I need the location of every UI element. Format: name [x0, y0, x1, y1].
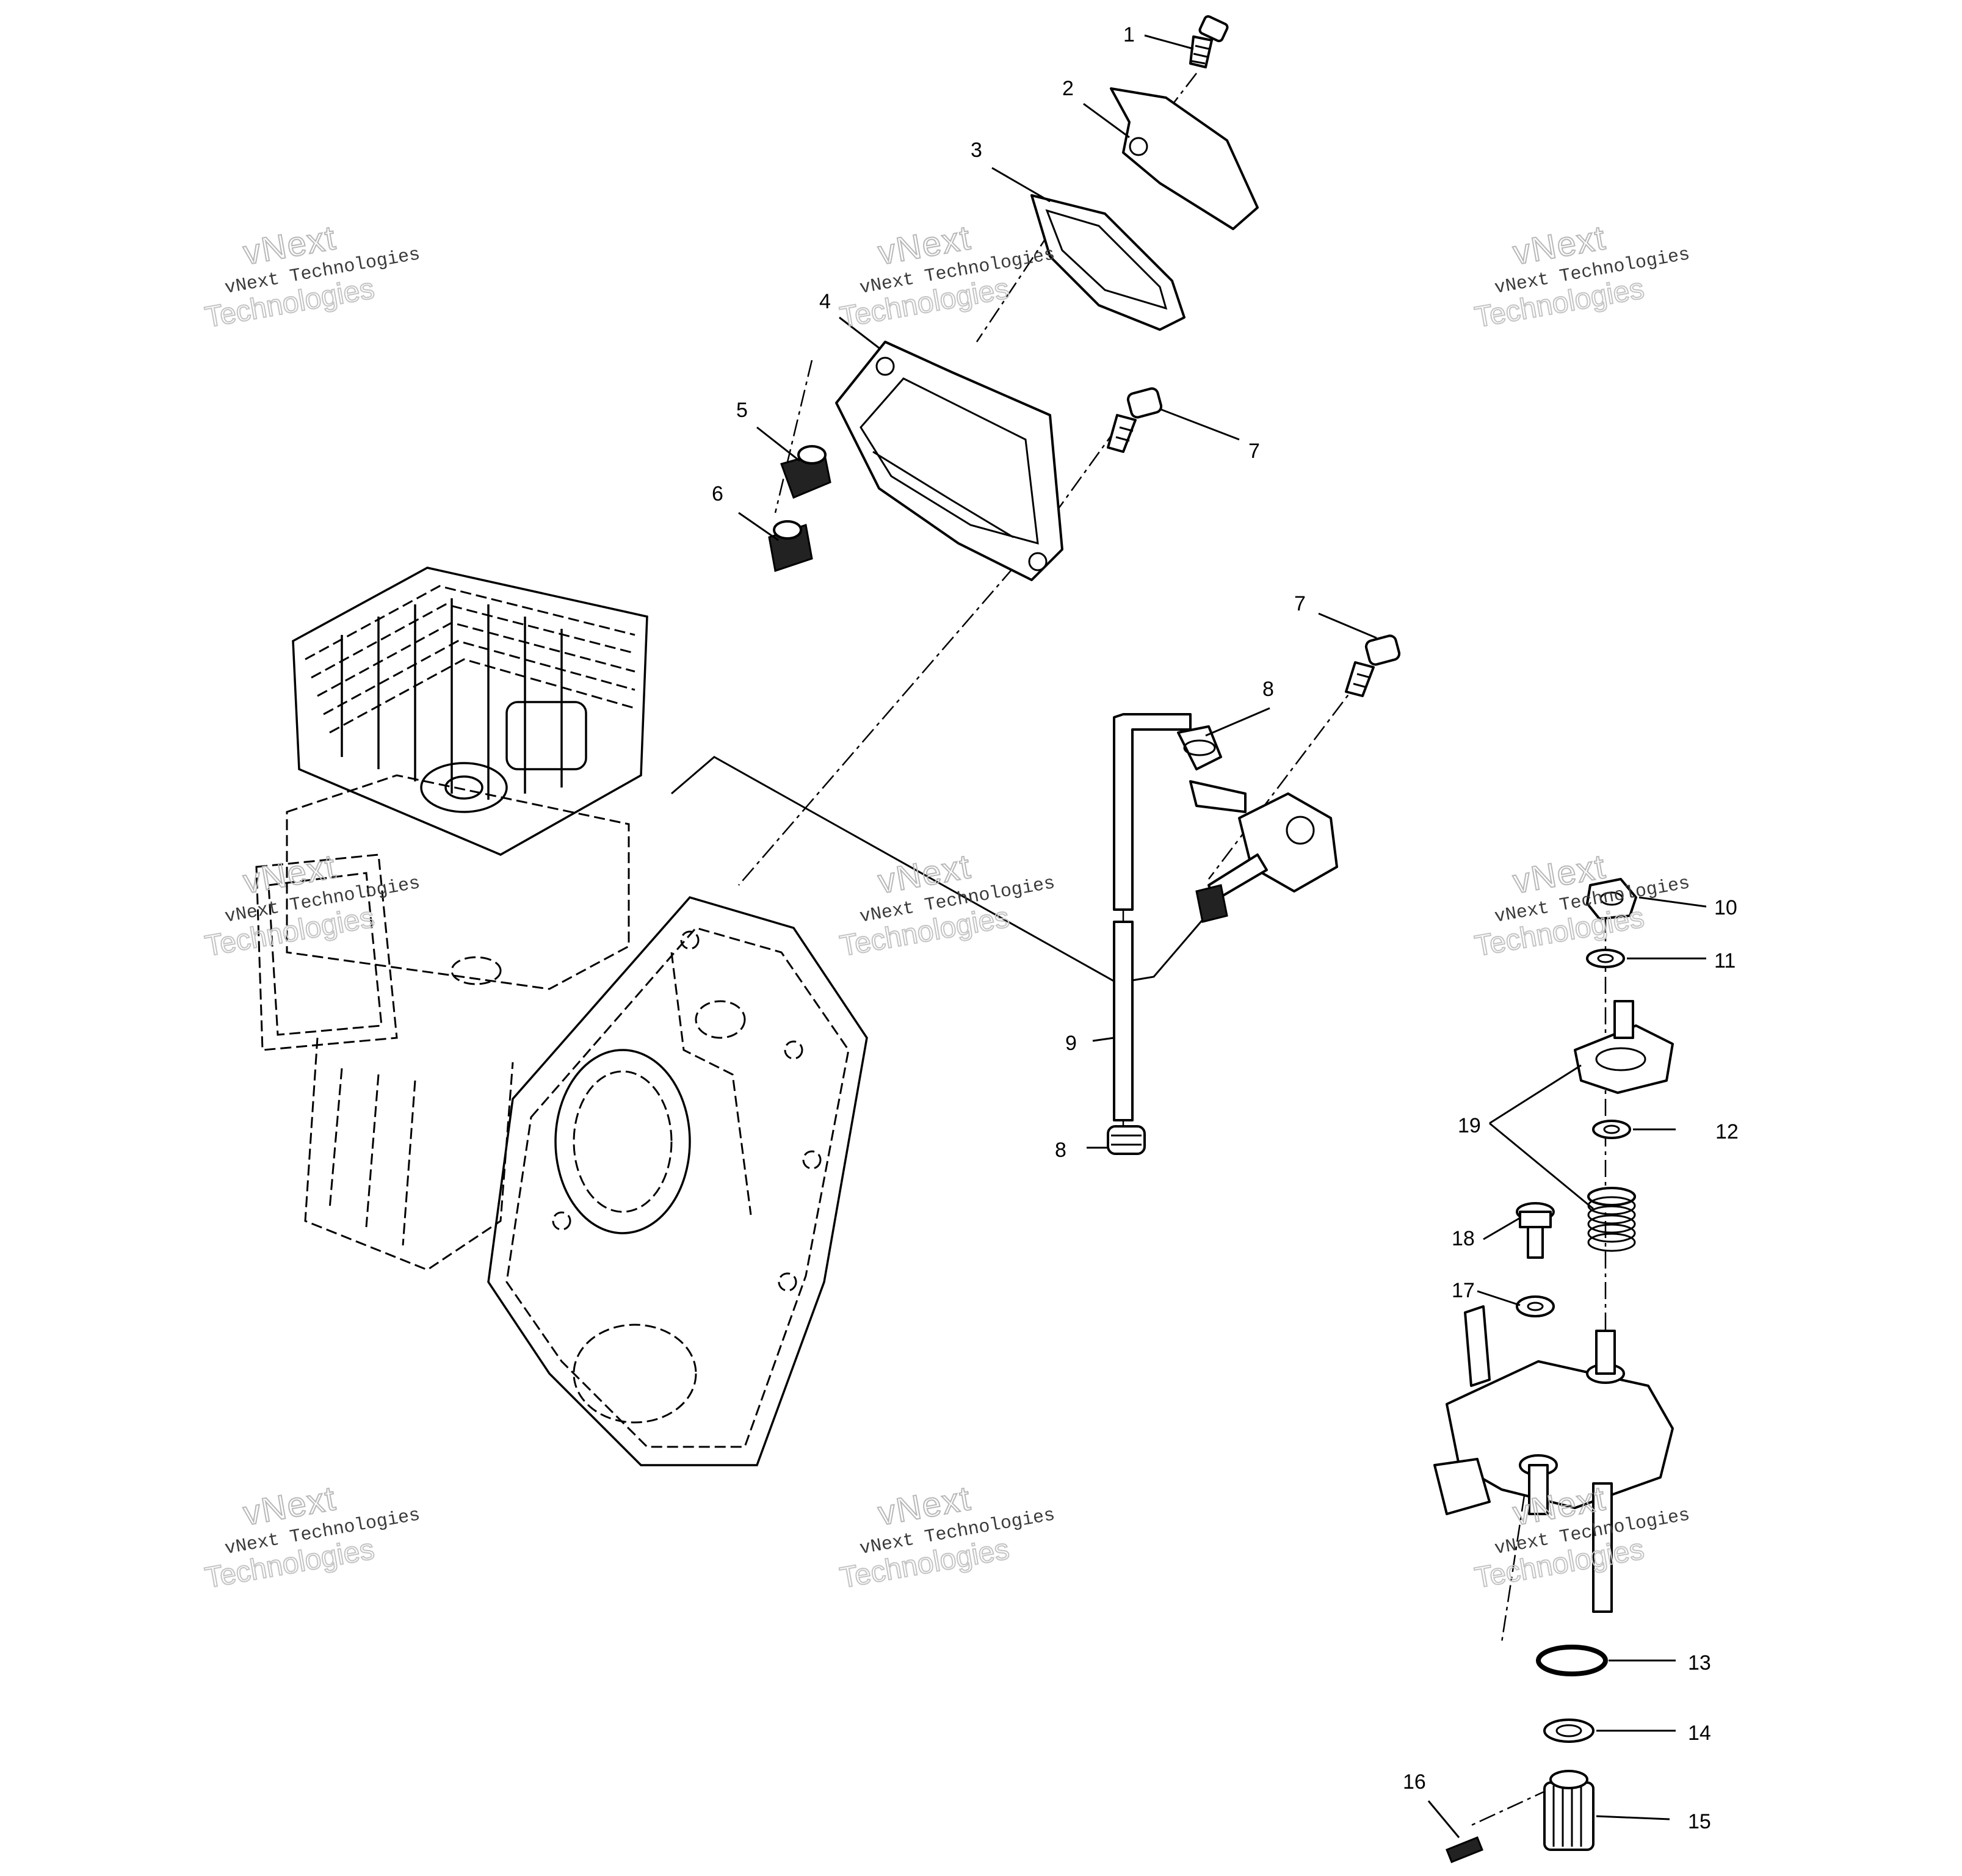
callout-14: 14	[1688, 1722, 1711, 1745]
watermark-mr: vNext vNext Technologies Technologies	[1472, 846, 1692, 963]
cylinder-block	[255, 774, 630, 1271]
part-7-screw-upper	[1107, 387, 1163, 453]
oil-pump-upper	[1189, 780, 1338, 923]
callout-5: 5	[736, 399, 748, 422]
part-3-gasket	[1030, 194, 1186, 331]
callout-11: 11	[1714, 949, 1736, 972]
callout-17: 17	[1452, 1279, 1475, 1302]
callout-18: 18	[1452, 1227, 1475, 1250]
part-18-screw	[1516, 1202, 1555, 1259]
crankcase	[487, 896, 868, 1466]
callout-7-lower: 7	[1294, 592, 1306, 615]
cylinder-fins	[292, 567, 648, 856]
part-5-bushing	[780, 445, 831, 499]
watermark-bl: vNext vNext Technologies Technologies	[202, 1478, 422, 1595]
assembly-lines	[671, 73, 1607, 1827]
engine-assembly	[255, 567, 868, 1466]
watermark-mc: vNext vNext Technologies Technologies	[837, 846, 1057, 963]
callout-16: 16	[1403, 1770, 1426, 1794]
callout-9: 9	[1065, 1032, 1077, 1055]
callout-19: 19	[1458, 1114, 1481, 1137]
part-7-screw-lower	[1345, 634, 1401, 697]
oil-pump-main	[1433, 1305, 1674, 1613]
callout-2: 2	[1062, 77, 1074, 100]
watermark-tr: vNext vNext Technologies Technologies	[1472, 217, 1692, 335]
part-12-washer	[1592, 1120, 1631, 1139]
callout-15: 15	[1688, 1810, 1711, 1833]
part-9-hose	[1113, 713, 1192, 1121]
callout-3: 3	[971, 139, 982, 162]
part-15-gear	[1543, 1770, 1595, 1851]
watermark-bc: vNext vNext Technologies Technologies	[837, 1478, 1057, 1595]
watermark-tl: vNext vNext Technologies Technologies	[202, 217, 422, 335]
part-11-washer	[1586, 949, 1625, 968]
callout-10: 10	[1714, 896, 1737, 919]
callout-4: 4	[819, 290, 831, 313]
part-19-lever	[1574, 1000, 1674, 1094]
callout-12: 12	[1715, 1120, 1739, 1143]
callout-leaders	[738, 34, 1707, 1838]
part-17-washer	[1516, 1295, 1555, 1317]
part-19-spring	[1587, 1187, 1636, 1252]
watermark-tc: vNext vNext Technologies Technologies	[837, 217, 1057, 335]
part-1-bolt	[1189, 15, 1229, 68]
callout-7-upper: 7	[1248, 440, 1260, 463]
callout-labels: 1 2 3 4 5 6 7 7 8 8 9 10 11 12 13 14 15 …	[712, 23, 1739, 1833]
callout-8-upper: 8	[1262, 678, 1274, 701]
part-16-pin	[1446, 1836, 1483, 1863]
callout-8-lower: 8	[1055, 1139, 1066, 1162]
part-8-clamp-upper	[1177, 725, 1222, 770]
part-4-housing	[835, 341, 1063, 581]
callout-6: 6	[712, 482, 723, 505]
watermark-ml: vNext vNext Technologies Technologies	[202, 846, 422, 963]
part-8-clamp-lower	[1107, 1125, 1146, 1155]
part-2-cover-plate	[1110, 87, 1259, 230]
part-6-bushing	[768, 520, 813, 572]
part-10-nut	[1586, 878, 1637, 920]
callout-1: 1	[1123, 23, 1135, 46]
part-13-o-ring	[1536, 1645, 1608, 1676]
callout-13: 13	[1688, 1651, 1711, 1675]
part-14-seal	[1543, 1718, 1595, 1743]
